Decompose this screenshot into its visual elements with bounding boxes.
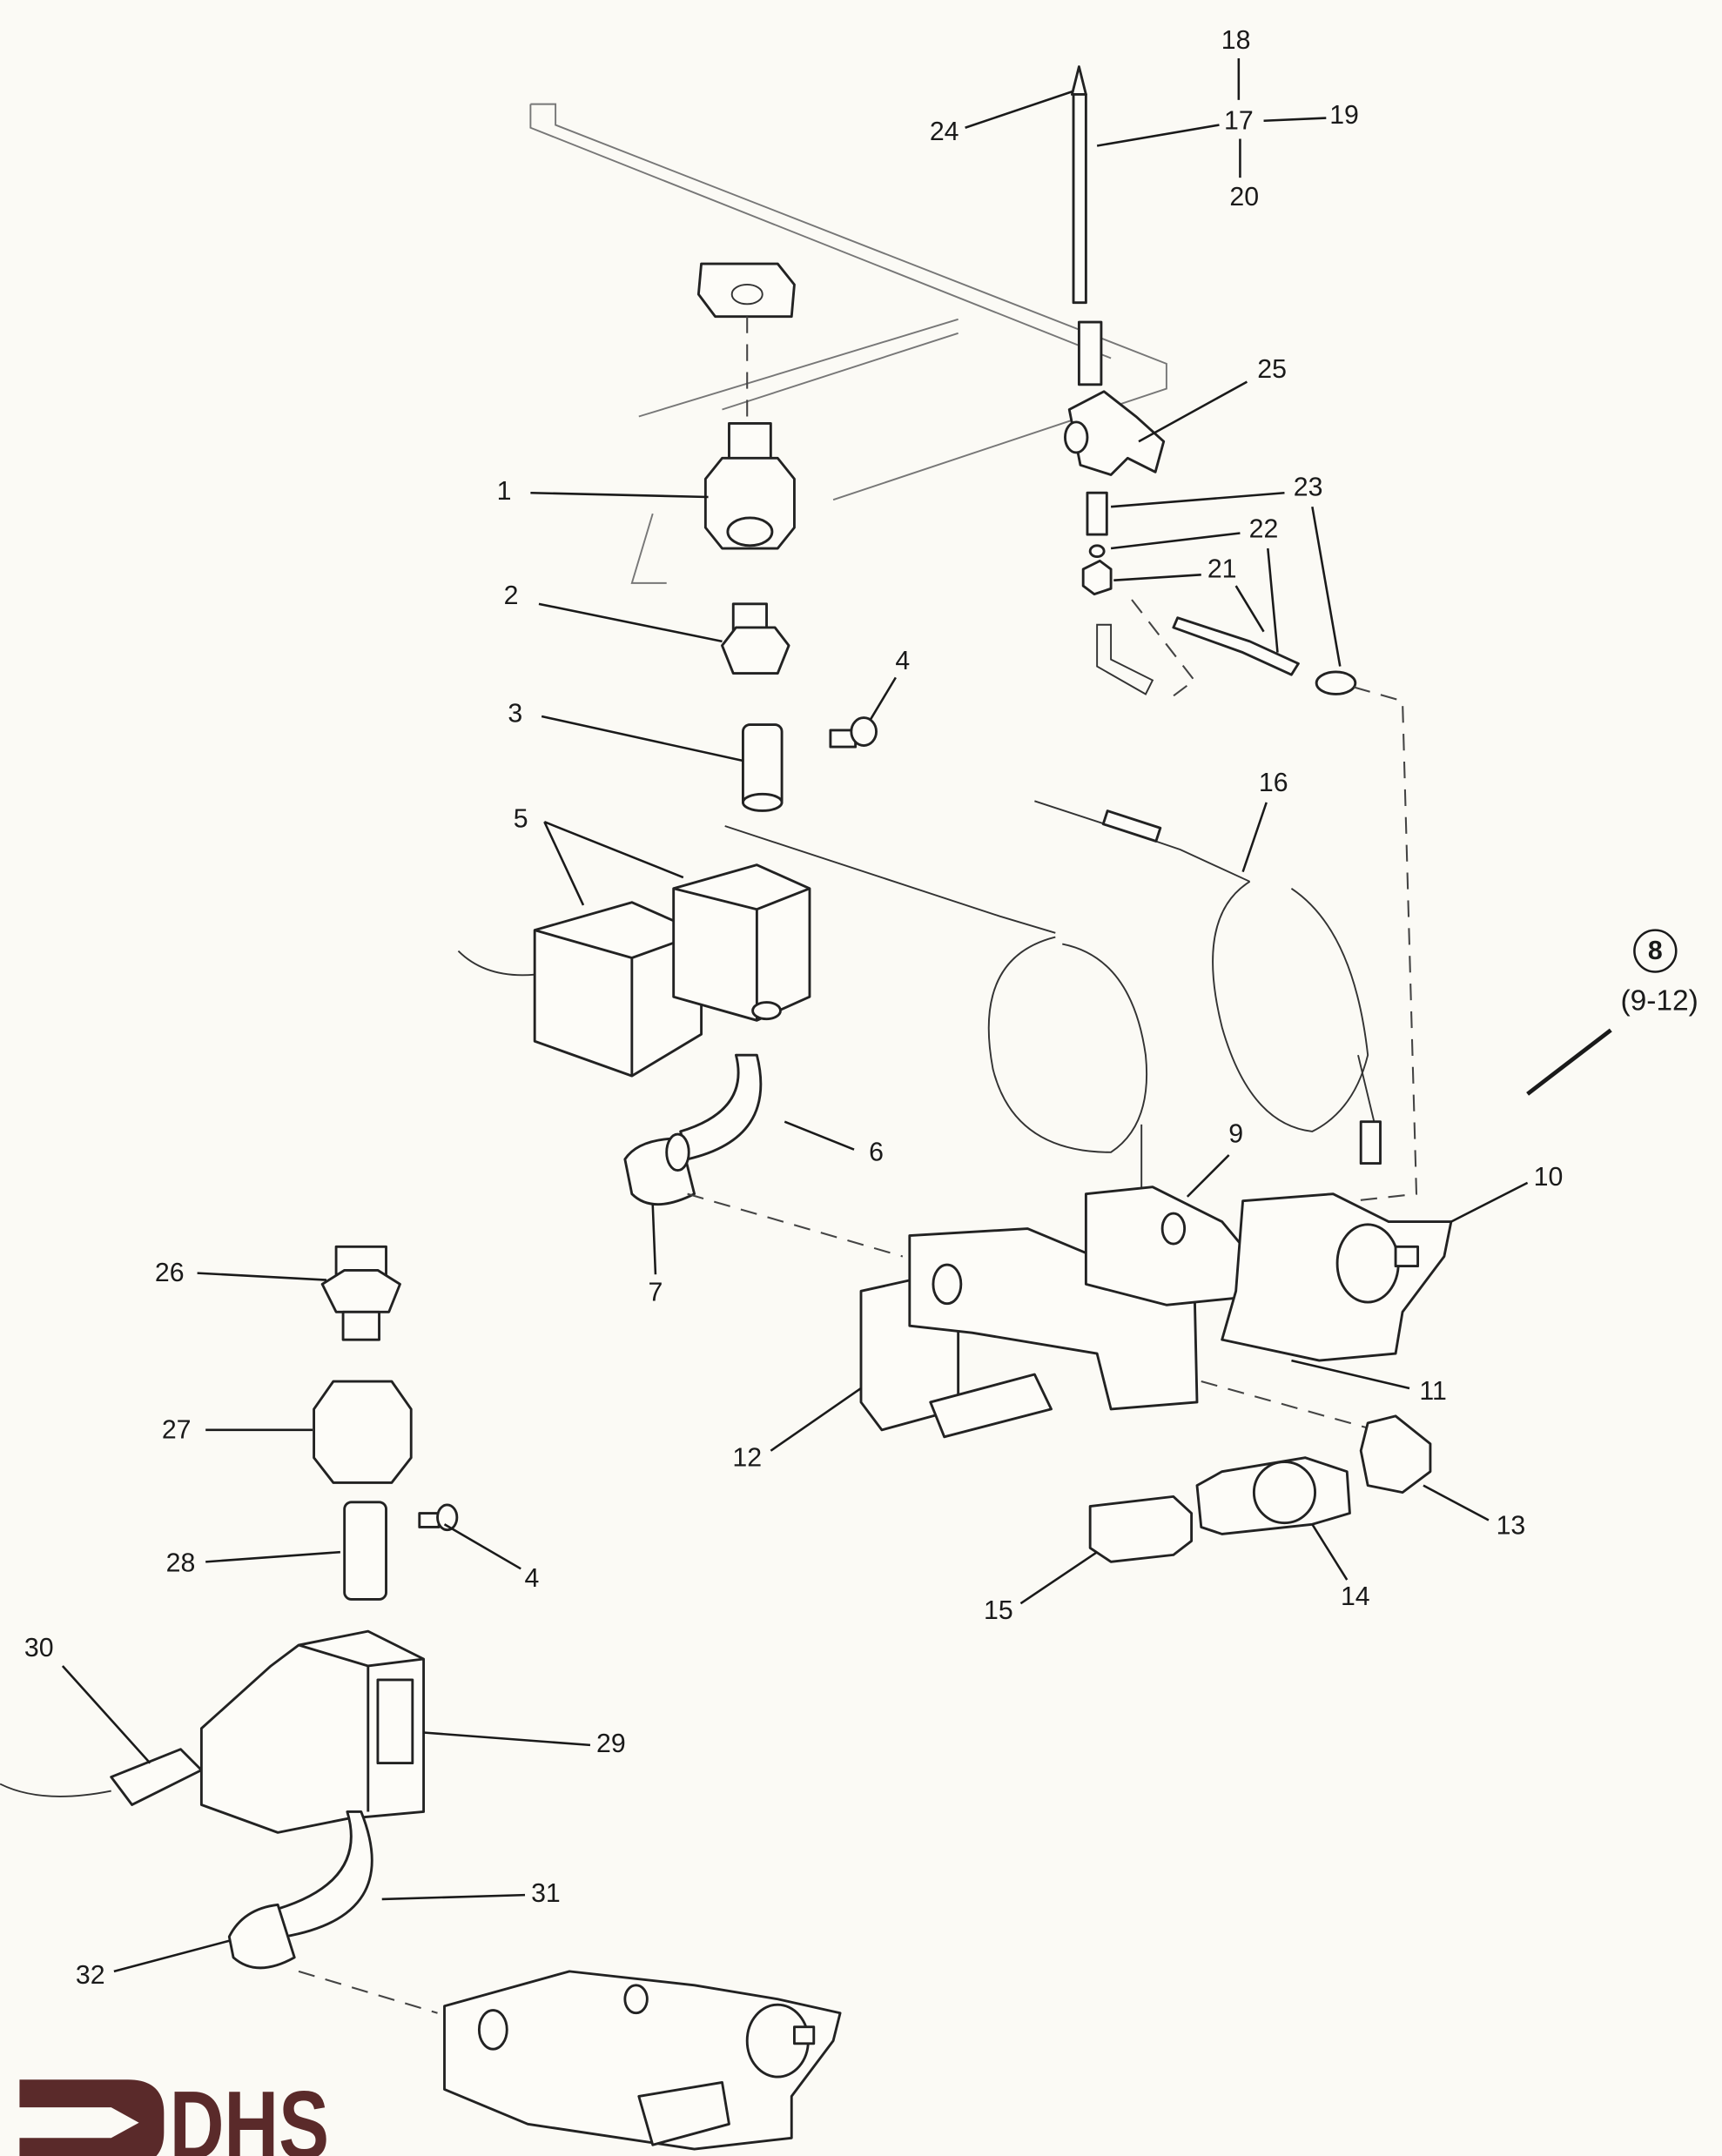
- part-4-screw: [829, 716, 878, 749]
- callout-31: 31: [531, 1879, 561, 1908]
- callout-20: 20: [1229, 183, 1259, 212]
- parts-21-23-fittings: [1081, 491, 1418, 1202]
- callout-12: 12: [732, 1443, 762, 1472]
- callout-5: 5: [514, 805, 528, 834]
- callout-28: 28: [166, 1549, 196, 1578]
- part-1-union: [703, 422, 796, 550]
- parts-13-15: [1088, 1414, 1432, 1563]
- callout-13: 13: [1497, 1511, 1526, 1540]
- callout-16: 16: [1259, 769, 1288, 797]
- callout-2: 2: [504, 581, 519, 610]
- callout-25: 25: [1257, 355, 1287, 384]
- parts-26-28: [313, 1245, 459, 1601]
- part-29-solenoid: [0, 1629, 426, 1834]
- callout-17: 17: [1224, 106, 1254, 135]
- callout-labels: 18 17 19 20 24 25 1 23 22 21 2 4 3 16 5 …: [24, 26, 1698, 1990]
- callout-15: 15: [984, 1596, 1013, 1625]
- callout-24: 24: [930, 118, 959, 146]
- callout-1: 1: [497, 477, 512, 506]
- group-number: 8: [1648, 937, 1663, 965]
- callout-22: 22: [1249, 514, 1279, 543]
- part-3-coupling: [741, 723, 784, 812]
- group-circle: [1633, 929, 1678, 973]
- callout-3: 3: [508, 699, 522, 728]
- mounting-frame: [529, 103, 1167, 584]
- part-24-tube: [1071, 65, 1103, 386]
- callout-27: 27: [162, 1415, 192, 1444]
- callout-19: 19: [1329, 101, 1359, 130]
- callout-4: 4: [895, 647, 910, 675]
- callout-29: 29: [596, 1730, 626, 1758]
- callout-23: 23: [1294, 473, 1323, 501]
- callout-6: 6: [869, 1138, 884, 1166]
- part-25-valve: [1064, 390, 1166, 476]
- callout-11: 11: [1419, 1377, 1446, 1406]
- part-2-hex-fitting: [721, 602, 790, 675]
- callout-32: 32: [76, 1961, 105, 1990]
- callout-7: 7: [649, 1279, 663, 1307]
- parts-31-32-pipe-elbow: [227, 1810, 438, 2014]
- callout-4b: 4: [525, 1564, 540, 1593]
- part-5-solenoids: [457, 863, 811, 1078]
- logo-arrow-icon: [19, 2079, 165, 2156]
- callout-14: 14: [1341, 1582, 1370, 1611]
- gas-valve-assembly: [687, 1185, 1453, 1439]
- lower-valve-body: [443, 1970, 842, 2151]
- logo-text: DHS: [170, 2071, 329, 2156]
- dhs-logo: DHS: [19, 2071, 329, 2156]
- callout-26: 26: [155, 1259, 185, 1287]
- callout-18: 18: [1221, 26, 1251, 55]
- leader-lines: [61, 57, 1529, 1973]
- part-6-pipe-7-elbow: [623, 1053, 763, 1206]
- callout-21: 21: [1207, 555, 1237, 584]
- callout-10: 10: [1534, 1163, 1564, 1192]
- callout-30: 30: [24, 1634, 54, 1662]
- callout-9: 9: [1228, 1120, 1243, 1149]
- part-16-thermocouple: [1034, 800, 1382, 1165]
- group-range: (9-12): [1620, 984, 1698, 1017]
